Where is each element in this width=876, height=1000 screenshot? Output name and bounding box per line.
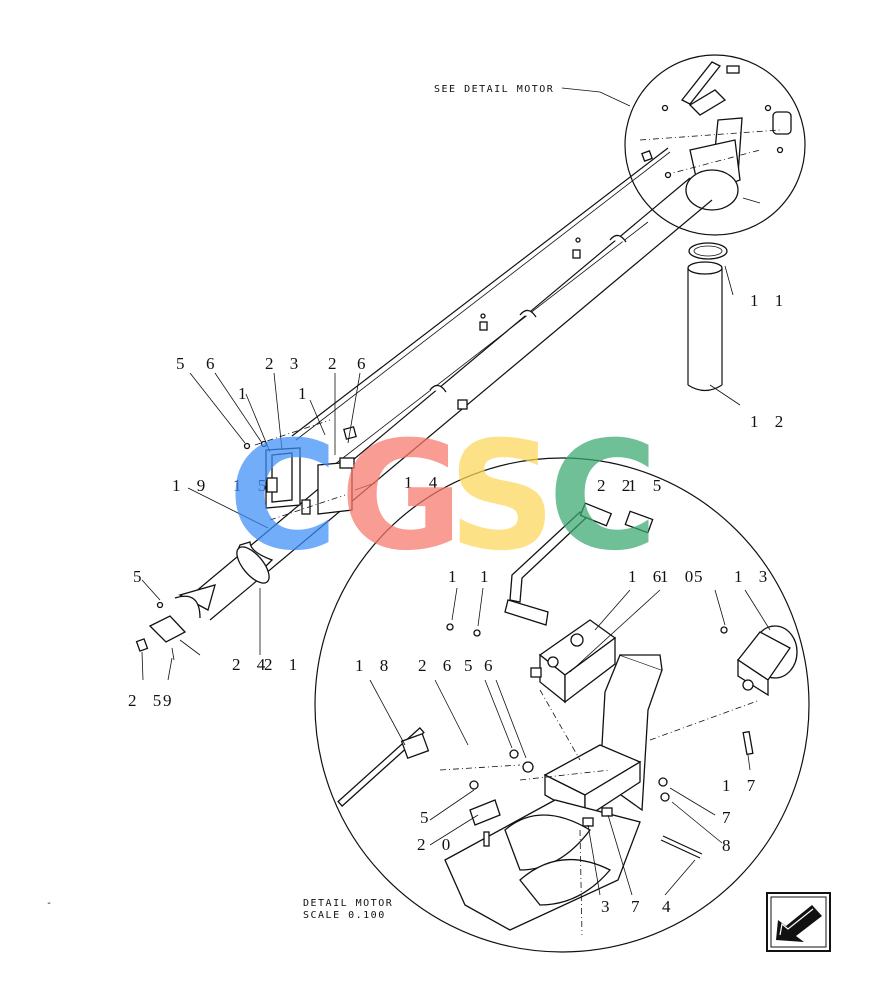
label-5-c: 5 (694, 567, 709, 586)
label-13: 1 3 (734, 567, 773, 586)
label-2: 2 (328, 354, 343, 373)
auger-tube (178, 147, 713, 621)
watermark: C G S C (228, 410, 658, 584)
see-detail-note: SEE DETAIL MOTOR (434, 84, 554, 95)
label-20: 2 0 (417, 835, 456, 854)
left-bracket-assembly (243, 419, 357, 521)
label-5-b: 5 (133, 567, 148, 586)
detail-scale: SCALE 0.100 (303, 910, 386, 921)
tube-brackets (429, 234, 627, 410)
label-18: 1 8 (355, 656, 394, 675)
label-17: 1 7 (722, 776, 761, 795)
label-26: 2 6 (418, 656, 457, 675)
motor-bracket (543, 654, 663, 820)
label-11: 1 1 (750, 291, 789, 310)
label-16: 1 6 (628, 567, 667, 586)
label-19: 1 9 (172, 476, 211, 495)
label-8: 8 (722, 836, 737, 855)
label-25: 2 5 (128, 691, 167, 710)
see-detail-leader (561, 87, 631, 107)
label-1-d: 1 (480, 567, 495, 586)
label-15-b: 1 5 (628, 476, 667, 495)
label-5-e: 5 (420, 808, 435, 827)
label-10: 1 0 (660, 567, 699, 586)
label-14: 1 4 (404, 473, 443, 492)
watermark-letter-4: C (548, 410, 658, 584)
label-5: 5 (176, 354, 191, 373)
label-6-c: 6 (484, 656, 499, 675)
label-5-d: 5 (464, 656, 479, 675)
nav-back-button[interactable] (766, 892, 831, 952)
label-1-c: 1 (448, 567, 463, 586)
label-15: 1 5 (233, 476, 272, 495)
label-1-b: 1 (298, 384, 313, 403)
label-9: 9 (163, 691, 178, 710)
hanger-bar (504, 502, 654, 626)
upper-detail-parts (639, 61, 792, 211)
leader-lines (141, 265, 771, 896)
reference-labels: 1 1 1 2 5 6 2 3 2 6 1 1 1 9 1 5 1 4 2 2 … (128, 291, 789, 916)
watermark-letter-1: C (228, 410, 338, 584)
detail-circle-large (314, 457, 810, 953)
stray-mark: - (46, 898, 54, 909)
watermark-letter-2: G (340, 410, 463, 584)
label-22: 2 2 (597, 476, 636, 495)
arrow-back-icon (776, 905, 822, 942)
control-valve (446, 619, 617, 704)
down-pipe (687, 261, 723, 392)
hydraulic-motor (720, 625, 798, 756)
label-4: 4 (662, 897, 677, 916)
label-6-b: 6 (357, 354, 372, 373)
label-7: 7 (722, 808, 737, 827)
label-7-b: 7 (631, 897, 646, 916)
seal-ring (688, 242, 728, 260)
bottom-left-parts (135, 595, 201, 661)
detail-circle-small (624, 54, 806, 236)
label-21: 2 1 (264, 655, 303, 674)
label-23: 2 3 (265, 354, 304, 373)
detail-title: DETAIL MOTOR (303, 898, 393, 909)
auger-flighting (444, 799, 641, 936)
label-1: 1 (238, 384, 253, 403)
label-6: 6 (206, 354, 221, 373)
label-12: 1 2 (750, 412, 789, 431)
watermark-letter-3: S (448, 410, 556, 584)
label-3: 3 (601, 897, 616, 916)
label-24: 2 4 (232, 655, 271, 674)
shaft-parts (337, 689, 761, 859)
